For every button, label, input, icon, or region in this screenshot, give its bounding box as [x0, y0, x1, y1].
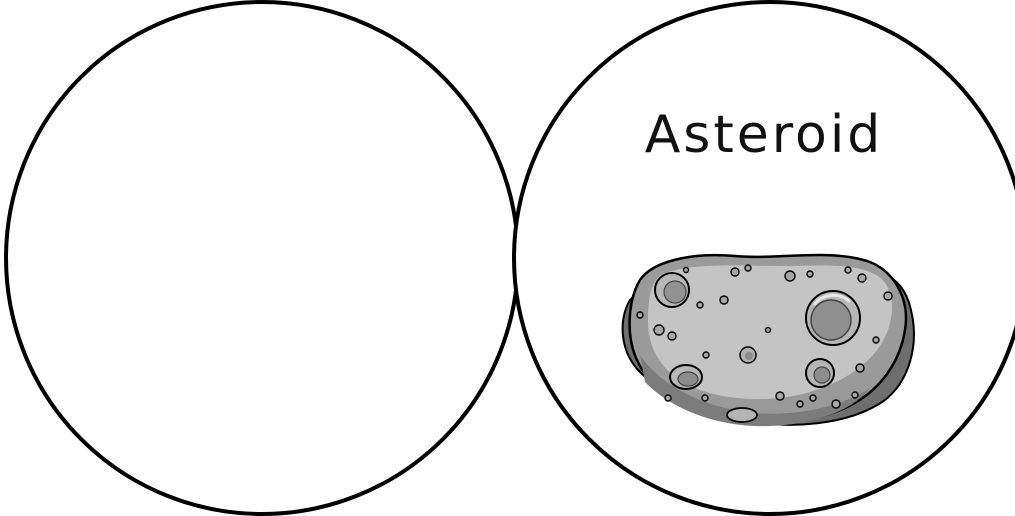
- crater-upper-left: [655, 273, 689, 307]
- asteroid-illustration: [623, 255, 914, 426]
- crater-bottom: [727, 408, 757, 422]
- asteroid-label: Asteroid: [645, 105, 884, 165]
- crater-center: [740, 347, 756, 363]
- crater-lower-left: [670, 365, 702, 389]
- left-circle-card: [6, 2, 518, 514]
- crater-lower-right: [806, 359, 834, 387]
- crater-large: [806, 291, 860, 345]
